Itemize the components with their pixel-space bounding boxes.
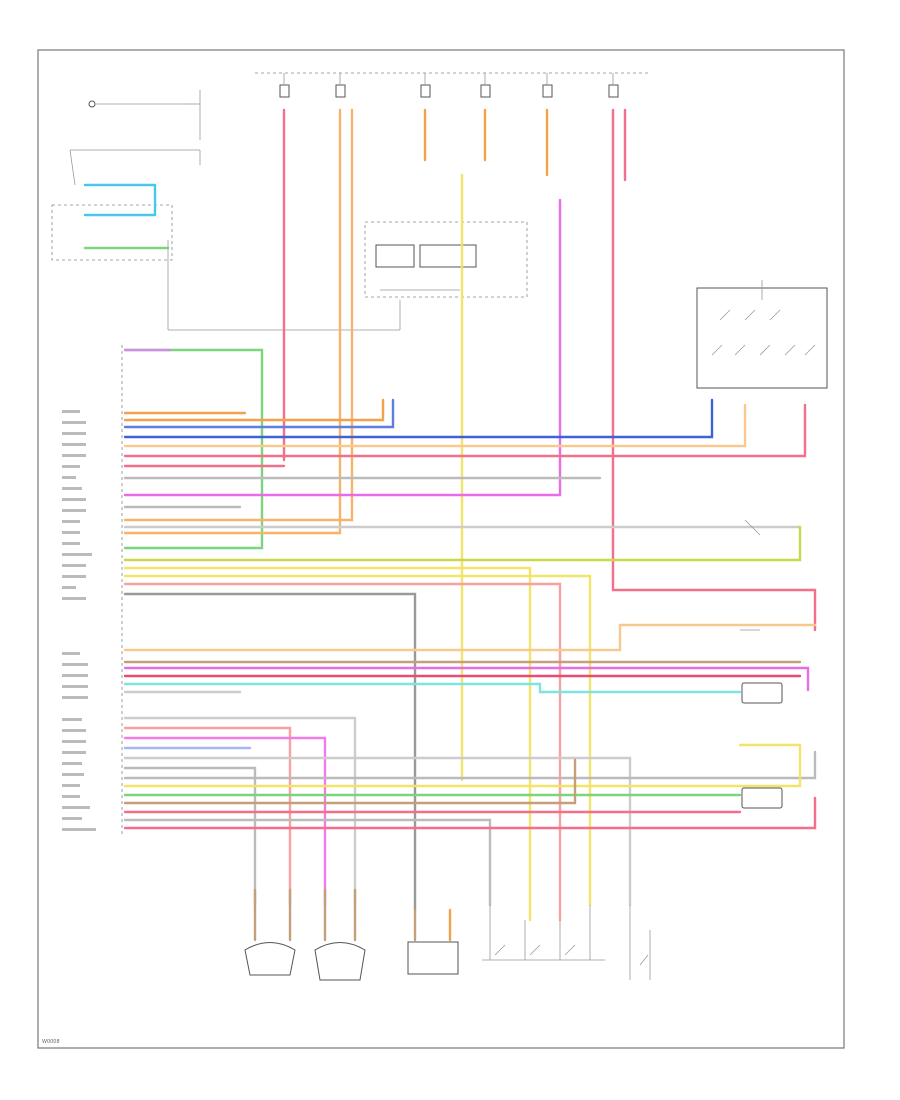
diagram-border: [37, 49, 845, 1049]
temp-switch: [629, 905, 651, 980]
pcm-pin-labels: [62, 410, 96, 831]
brake-switch-area: [51, 90, 201, 261]
fuse-1: [279, 73, 290, 98]
fuse-feeds: [255, 72, 650, 98]
fuse-6: [608, 73, 619, 98]
pcm-connector-column: [62, 345, 123, 835]
range-switch-box: [696, 280, 828, 389]
solenoid-1: [741, 682, 783, 704]
speed-sensor-2: [314, 888, 366, 981]
pressure-switch-assembly: [482, 905, 605, 961]
fuse-2: [335, 73, 346, 98]
instrument-cluster: [364, 221, 528, 298]
figure-id: W0008: [42, 1039, 60, 1045]
right-side-components: [740, 519, 783, 809]
fuse-3: [420, 73, 431, 98]
fuse-5: [542, 73, 553, 98]
bottom-sensors: [244, 888, 651, 981]
wire-harness: [123, 108, 817, 922]
solenoid-2: [741, 787, 783, 809]
fuse-4: [480, 73, 491, 98]
speed-sensor-1: [244, 888, 296, 976]
sensor-box: [407, 908, 459, 975]
